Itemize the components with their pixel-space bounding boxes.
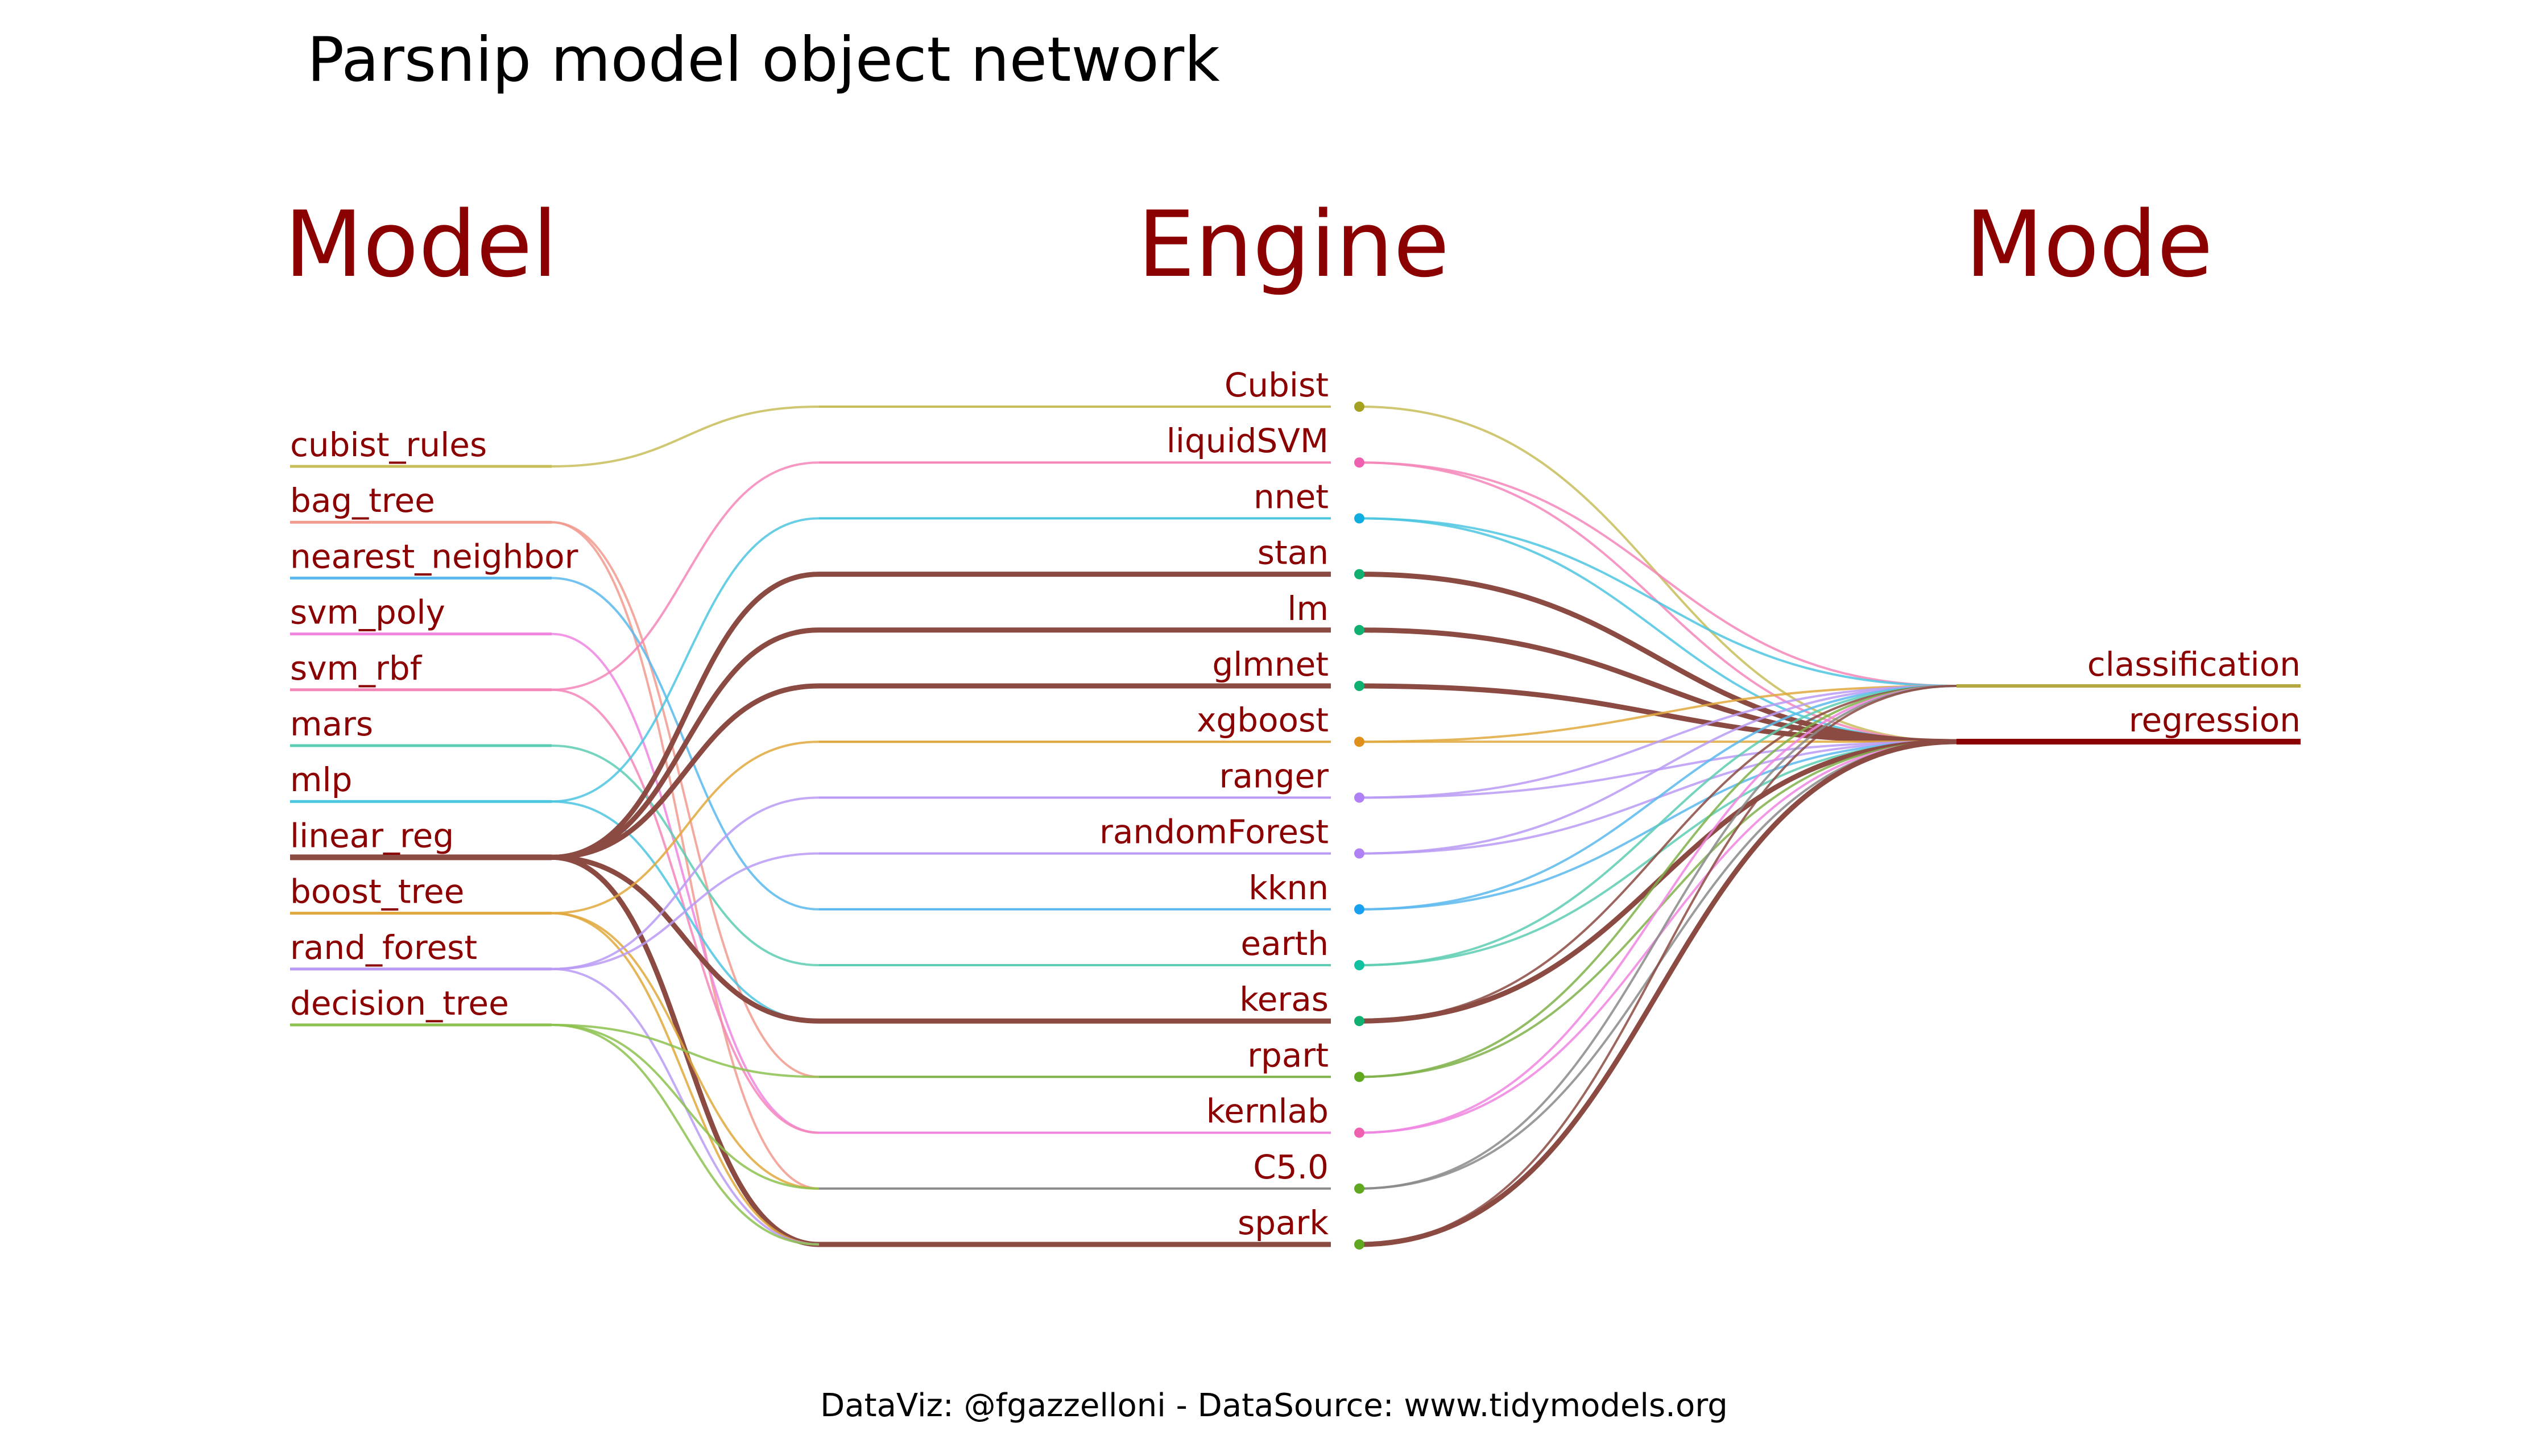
link-spark-regression bbox=[1359, 739, 1957, 1247]
link-rand-forest-randomforest bbox=[551, 852, 820, 970]
link-mlp-nnet bbox=[551, 517, 820, 803]
engine-dot-liquidsvm bbox=[1354, 457, 1364, 468]
link-linear-reg-keras bbox=[551, 854, 820, 1024]
model-label-linear-reg: linear_reg bbox=[290, 816, 454, 855]
engine-labels: Cubist liquidSVM nnet stan lm glmnet xgboost ra… bbox=[1099, 366, 1329, 1242]
model-engine-links bbox=[551, 406, 820, 1247]
link-stan-regression bbox=[1359, 572, 1957, 744]
engine-dot-randomforest bbox=[1354, 848, 1364, 859]
engine-column-header: Engine bbox=[1138, 191, 1449, 297]
mode-label-classification: classification bbox=[2087, 645, 2301, 684]
caption: DataViz: @fgazzelloni - DataSource: www.… bbox=[820, 1387, 1728, 1424]
model-label-bag-tree: bag_tree bbox=[290, 481, 435, 520]
link-c5-0-classification bbox=[1359, 685, 1957, 1190]
engine-dots bbox=[1354, 402, 1364, 1250]
engine-dot-kknn bbox=[1354, 904, 1364, 915]
link-bag-tree-rpart bbox=[551, 521, 820, 1078]
engine-label-glmnet: glmnet bbox=[1212, 645, 1329, 684]
engine-label-keras: keras bbox=[1239, 980, 1329, 1019]
engine-label-spark: spark bbox=[1238, 1203, 1329, 1242]
engine-label-c5-0: C5.0 bbox=[1253, 1148, 1329, 1186]
engine-mode-links bbox=[1359, 406, 1957, 1247]
engine-label-xgboost: xgboost bbox=[1197, 701, 1329, 739]
engine-label-nnet: nnet bbox=[1254, 477, 1329, 516]
model-label-mlp: mlp bbox=[290, 760, 352, 799]
mode-column-header: Mode bbox=[1965, 191, 2213, 297]
link-linear-reg-lm bbox=[551, 627, 820, 860]
model-label-rand-forest: rand_forest bbox=[290, 928, 477, 967]
link-earth-classification bbox=[1359, 685, 1957, 966]
engine-dot-glmnet bbox=[1354, 681, 1364, 691]
link-xgboost-classification bbox=[1359, 685, 1957, 743]
model-label-svm-poly: svm_poly bbox=[290, 593, 445, 632]
engine-label-kernlab: kernlab bbox=[1206, 1092, 1329, 1131]
link-keras-classification bbox=[1359, 685, 1957, 1023]
engine-dot-keras bbox=[1354, 1016, 1364, 1027]
link-mars-earth bbox=[551, 744, 820, 966]
model-label-boost-tree: boost_tree bbox=[290, 872, 464, 911]
link-linear-reg-glmnet bbox=[551, 683, 820, 860]
engine-dot-stan bbox=[1354, 569, 1364, 580]
link-decision-tree-rpart bbox=[551, 1024, 820, 1078]
link-kknn-classification bbox=[1359, 685, 1957, 911]
model-label-cubist-rules: cubist_rules bbox=[290, 425, 487, 464]
link-cubist-rules-cubist bbox=[551, 406, 820, 468]
engine-dot-cubist bbox=[1354, 402, 1364, 412]
engine-label-cubist: Cubist bbox=[1225, 366, 1329, 404]
link-nnet-classification bbox=[1359, 517, 1957, 687]
engine-dot-earth bbox=[1354, 960, 1364, 970]
model-label-svm-rbf: svm_rbf bbox=[290, 649, 423, 688]
engine-label-ranger: ranger bbox=[1219, 756, 1329, 795]
model-labels: cubist_rules bag_tree nearest_neighbor svm_… bbox=[290, 425, 578, 1023]
link-rpart-classification bbox=[1359, 685, 1957, 1078]
engine-dot-spark bbox=[1354, 1239, 1364, 1250]
model-label-mars: mars bbox=[290, 705, 373, 743]
engine-label-kknn: kknn bbox=[1248, 868, 1329, 907]
engine-label-liquidsvm: liquidSVM bbox=[1167, 421, 1329, 460]
link-spark-classification bbox=[1359, 685, 1957, 1246]
engine-label-earth: earth bbox=[1240, 924, 1329, 963]
mode-label-regression: regression bbox=[2129, 701, 2301, 739]
engine-dot-c5-0 bbox=[1354, 1183, 1364, 1194]
link-boost-tree-spark bbox=[551, 912, 820, 1246]
engine-label-rpart: rpart bbox=[1247, 1036, 1329, 1074]
link-lm-regression bbox=[1359, 627, 1957, 744]
model-label-nearest-neighbor: nearest_neighbor bbox=[290, 537, 578, 576]
link-linear-reg-stan bbox=[551, 572, 820, 860]
engine-dot-kernlab bbox=[1354, 1127, 1364, 1138]
engine-lines bbox=[819, 406, 1331, 1247]
link-ranger-classification bbox=[1359, 685, 1957, 799]
engine-dot-nnet bbox=[1354, 513, 1364, 524]
engine-label-lm: lm bbox=[1287, 589, 1329, 628]
link-svm-rbf-liquidsvm bbox=[551, 461, 820, 691]
mode-lines bbox=[1956, 684, 2301, 744]
link-kernlab-classification bbox=[1359, 685, 1957, 1134]
engine-label-stan: stan bbox=[1258, 533, 1329, 572]
link-decision-tree-spark bbox=[551, 1024, 820, 1246]
link-nnet-regression bbox=[1359, 517, 1957, 743]
link-rand-forest-ranger bbox=[551, 796, 820, 970]
model-lines bbox=[290, 465, 552, 1027]
link-decision-tree-c5-0 bbox=[551, 1024, 820, 1190]
engine-label-randomforest: randomForest bbox=[1099, 813, 1329, 851]
engine-dot-lm bbox=[1354, 624, 1364, 635]
engine-dot-rpart bbox=[1354, 1072, 1364, 1082]
mode-labels: classification regression bbox=[2087, 645, 2301, 739]
link-randomforest-classification bbox=[1359, 685, 1957, 855]
engine-dot-xgboost bbox=[1354, 737, 1364, 747]
model-column-header: Model bbox=[284, 191, 557, 297]
link-liquidsvm-classification bbox=[1359, 461, 1957, 687]
engine-dot-ranger bbox=[1354, 792, 1364, 803]
link-boost-tree-xgboost bbox=[551, 741, 820, 915]
page-title: Parsnip model object network bbox=[307, 24, 1220, 96]
model-label-decision-tree: decision_tree bbox=[290, 984, 509, 1023]
